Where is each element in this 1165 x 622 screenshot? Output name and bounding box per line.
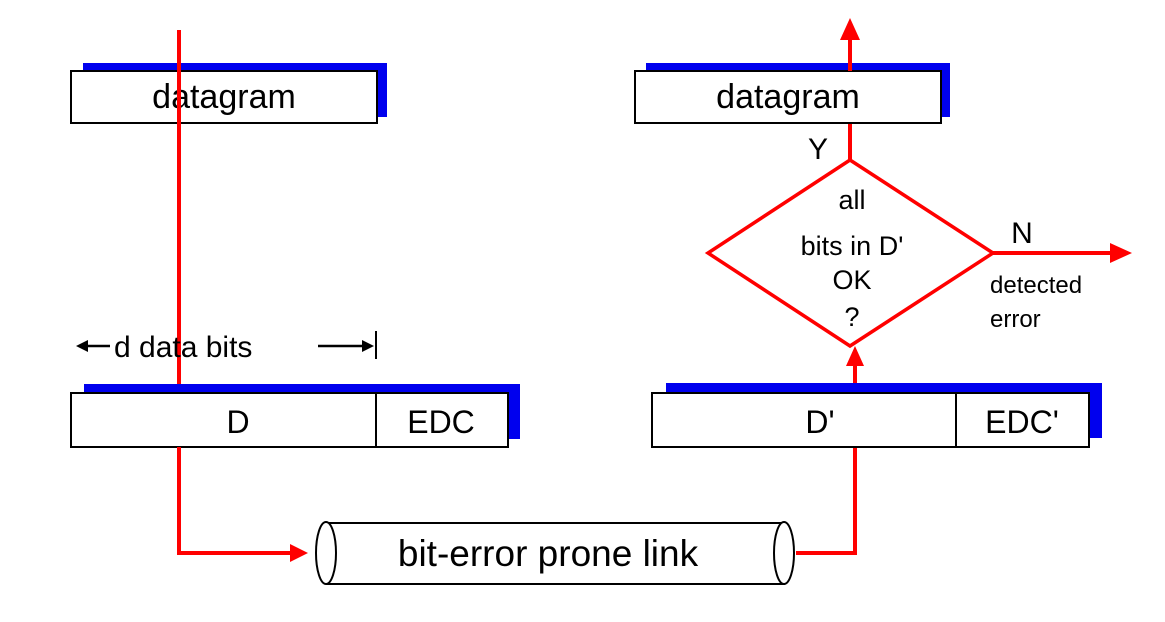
- cylinder-left-cap: [315, 521, 337, 585]
- receiver-datagram-box: datagram: [634, 63, 950, 124]
- diamond-shape: [704, 157, 997, 349]
- cylinder-right-cap: [773, 521, 795, 585]
- sender-datagram-box: datagram: [70, 63, 387, 124]
- width-label: d data bits: [114, 331, 252, 364]
- box-frame: [70, 70, 378, 124]
- decision-entry-arrowhead-icon: [846, 346, 864, 366]
- receiver-data-field-label: D': [805, 404, 834, 440]
- link-label: bit-error prone link: [398, 533, 699, 574]
- left-arrowhead-icon: [76, 340, 88, 352]
- bit-error-link: bit-error prone link: [315, 521, 795, 585]
- sender-data-field-label: D: [226, 404, 249, 440]
- receiver-datagram-label: datagram: [716, 78, 860, 116]
- link-to-receiver-line: [796, 447, 857, 555]
- error-label-line-1: detected: [990, 272, 1082, 299]
- decision-line-2: bits in D': [801, 231, 904, 261]
- decision-line-4: ?: [844, 302, 859, 332]
- box-frame: [651, 392, 1090, 448]
- yes-label: Y: [808, 133, 828, 166]
- box-frame: [70, 392, 509, 448]
- error-label-line-2: error: [990, 306, 1041, 333]
- link-entry-arrowhead-icon: [290, 544, 308, 562]
- sender-frame: D EDC: [70, 384, 520, 448]
- sender-edc-field-label: EDC: [407, 404, 475, 440]
- width-indicator: [76, 331, 377, 359]
- box-frame: [634, 70, 942, 124]
- receiver-frame: D' EDC': [651, 383, 1102, 448]
- decision-line-1: all: [838, 185, 865, 215]
- sender-datagram-label: datagram: [152, 78, 296, 116]
- decision-line-3: OK: [832, 265, 871, 295]
- decision-diamond: all bits in D' OK ?: [704, 157, 997, 349]
- error-arrowhead-icon: [1110, 243, 1132, 263]
- up-arrowhead-icon: [840, 18, 860, 40]
- sender-to-link-line: [177, 447, 292, 555]
- receiver-edc-field-label: EDC': [985, 404, 1059, 440]
- no-label: N: [1011, 217, 1033, 250]
- right-arrowhead-icon: [362, 340, 374, 352]
